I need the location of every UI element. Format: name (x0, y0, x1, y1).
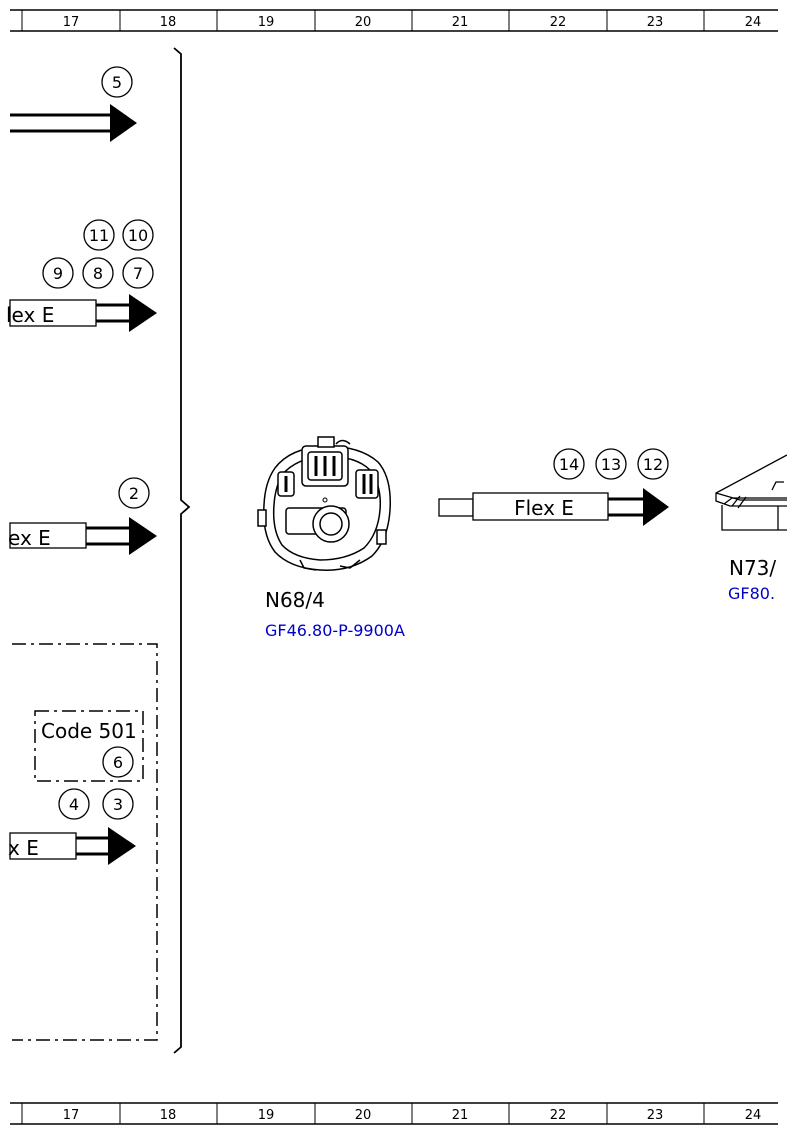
bubble-3-label: 3 (113, 795, 123, 814)
bubble-3[interactable]: 3 (102, 788, 134, 820)
grid-col-19: 19 (258, 15, 275, 30)
bottom-grid-ruler: 17 18 19 20 21 22 23 24 (10, 1102, 778, 1125)
component-n68-doc-link[interactable]: GF46.80-P-9900A (265, 621, 405, 640)
flex-connector-2[interactable]: ex E (8, 517, 157, 555)
flex-connector-3[interactable]: x E (8, 827, 136, 865)
bubble-12[interactable]: 12 (637, 448, 669, 480)
bubble-4[interactable]: 4 (58, 788, 90, 820)
bubble-9[interactable]: 9 (42, 257, 74, 289)
bubble-11[interactable]: 11 (83, 219, 115, 251)
flex-connector-3-label: x E (8, 836, 39, 860)
grid-col-23-bottom: 23 (647, 1108, 664, 1123)
grid-col-20: 20 (355, 15, 372, 30)
bubble-9-label: 9 (53, 264, 63, 283)
bubble-6[interactable]: 6 (102, 746, 134, 778)
component-n68-label: N68/4 (265, 588, 325, 612)
bubble-4-label: 4 (69, 795, 79, 814)
flex-connector-main[interactable]: Flex E (438, 488, 669, 526)
component-n73-icon[interactable] (715, 454, 787, 531)
flex-connector-1[interactable]: lex E (6, 294, 157, 332)
grid-col-20-bottom: 20 (355, 1108, 372, 1123)
wire-arrow-1[interactable] (10, 104, 137, 142)
flex-connector-main-label: Flex E (514, 496, 574, 520)
flex-connector-1-label: lex E (6, 303, 54, 327)
bubble-12-label: 12 (643, 455, 663, 474)
bubble-2-label: 2 (129, 484, 139, 503)
bubble-2[interactable]: 2 (118, 477, 150, 509)
grid-col-21: 21 (452, 15, 469, 30)
curly-brace (173, 47, 191, 1054)
bubble-6-label: 6 (113, 753, 123, 772)
flex-connector-2-label: ex E (8, 526, 51, 550)
grid-col-17: 17 (63, 15, 80, 30)
grid-col-22-bottom: 22 (550, 1108, 567, 1123)
bubble-14-label: 14 (559, 455, 579, 474)
bubble-14[interactable]: 14 (553, 448, 585, 480)
bubble-7[interactable]: 7 (122, 257, 154, 289)
grid-col-19-bottom: 19 (258, 1108, 275, 1123)
bubble-13[interactable]: 13 (595, 448, 627, 480)
grid-col-18-bottom: 18 (160, 1108, 177, 1123)
bubble-5-label: 5 (112, 73, 122, 92)
bubble-11-label: 11 (89, 226, 109, 245)
grid-col-22: 22 (550, 15, 567, 30)
bubble-7-label: 7 (133, 264, 143, 283)
grid-col-24: 24 (745, 15, 762, 30)
bubble-10-label: 10 (128, 226, 148, 245)
grid-col-23: 23 (647, 15, 664, 30)
option-frame (12, 643, 158, 1041)
bubble-5[interactable]: 5 (101, 66, 133, 98)
component-n68-icon[interactable] (257, 436, 391, 571)
code-501-box: Code 501 (34, 710, 144, 782)
component-n73-doc-link[interactable]: GF80. (728, 584, 775, 603)
component-n73-label: N73/ (729, 556, 776, 580)
grid-col-21-bottom: 21 (452, 1108, 469, 1123)
top-grid-ruler: 17 18 19 20 21 22 23 24 (10, 9, 778, 32)
bubble-8-label: 8 (93, 264, 103, 283)
grid-col-24-bottom: 24 (745, 1108, 762, 1123)
bubble-10[interactable]: 10 (122, 219, 154, 251)
bubble-13-label: 13 (601, 455, 621, 474)
bubble-8[interactable]: 8 (82, 257, 114, 289)
grid-col-17-bottom: 17 (63, 1108, 80, 1123)
grid-col-18: 18 (160, 15, 177, 30)
code-501-label: Code 501 (41, 719, 137, 743)
